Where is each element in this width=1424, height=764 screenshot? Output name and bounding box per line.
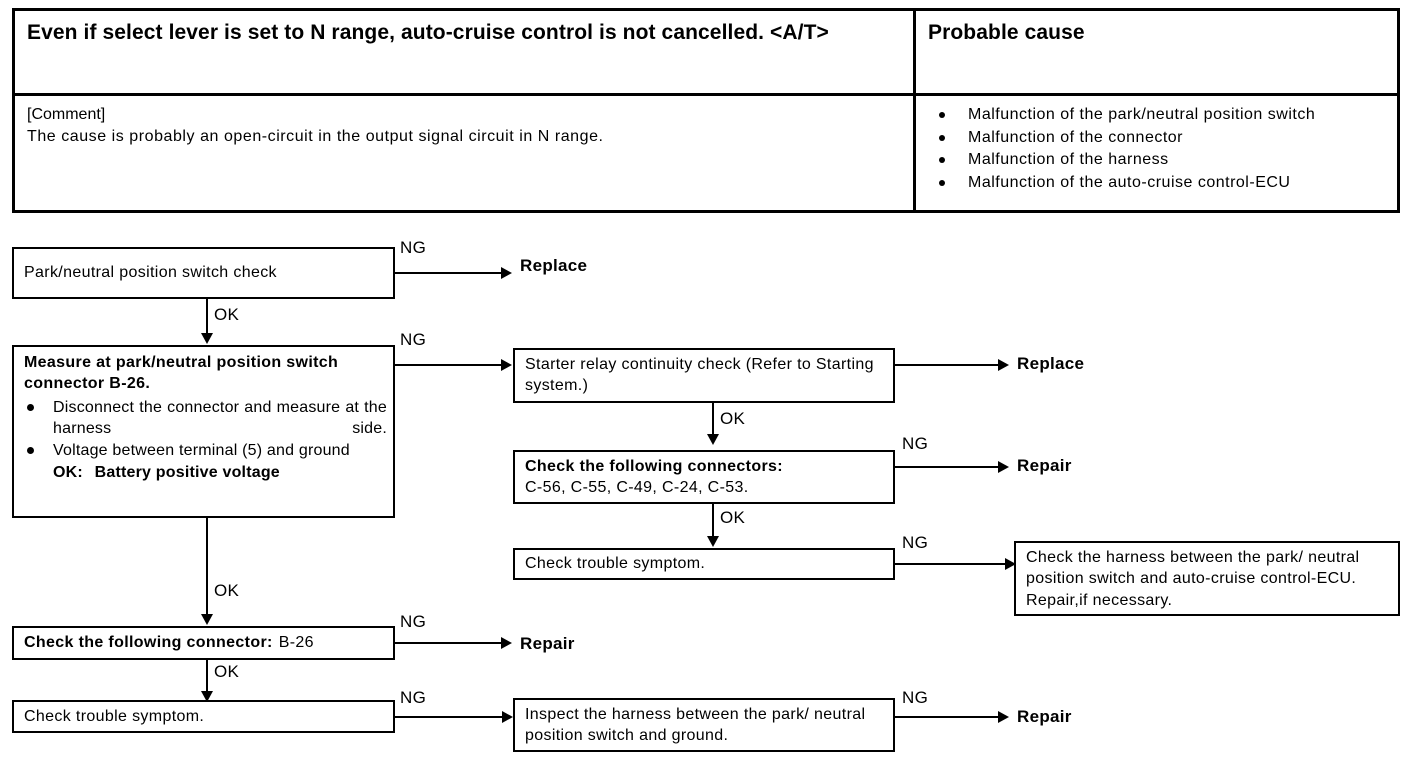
arrowhead-icon <box>998 461 1009 473</box>
list-item: Voltage between terminal (5) and ground … <box>24 440 387 484</box>
measure-step-text: Disconnect the connector and measure at … <box>53 398 387 437</box>
terminal-label-replace-1: Replace <box>520 256 588 275</box>
symptom-title-cell: Even if select lever is set to N range, … <box>15 11 913 93</box>
arrowhead-icon <box>998 359 1009 371</box>
terminal-label-repair-2: Repair <box>520 634 575 653</box>
arrowhead-icon <box>201 333 213 344</box>
flow-box-check-symptom-mid: Check trouble symptom. <box>513 548 895 580</box>
edge-label-ng-5: NG <box>902 533 929 552</box>
arrowhead-icon <box>502 711 513 723</box>
terminal-label-repair-3: Repair <box>1017 707 1072 726</box>
edge-label-ok-2: OK <box>720 409 746 428</box>
cause-text: Malfunction of the park/neutral position… <box>968 106 1316 123</box>
edge-label-ok-4: OK <box>214 581 240 600</box>
bullet-icon <box>939 134 945 141</box>
flow-box-starter-relay-check: Starter relay continuity check (Refer to… <box>513 348 895 403</box>
edge-line-ng-2 <box>395 364 503 366</box>
flow-box-check-connectors: Check the following connectors: C-56, C-… <box>513 450 895 504</box>
bullet-icon <box>939 180 945 187</box>
table-header-divider <box>15 93 1397 96</box>
edge-line-ng-7 <box>395 716 505 718</box>
flow-box-text: Inspect the harness between the park/ ne… <box>525 706 866 745</box>
list-item: Malfunction of the auto-cruise control-E… <box>926 172 1393 195</box>
flow-box-connector-value: B-26 <box>278 634 314 652</box>
terminal-label-repair-1: Repair <box>1017 456 1072 475</box>
edge-label-ok-3: OK <box>720 508 746 527</box>
flow-box-text: Check the harness between the park/ neut… <box>1026 549 1360 609</box>
flow-box-park-switch-check: Park/neutral position switch check <box>12 247 395 299</box>
measure-step-text: Voltage between terminal (5) and ground <box>53 442 350 460</box>
edge-line-ng-5 <box>895 563 1008 565</box>
flow-box-text: Park/neutral position switch check <box>24 264 277 282</box>
arrowhead-icon <box>707 536 719 547</box>
edge-label-ok-5: OK <box>214 662 240 681</box>
arrowhead-icon <box>201 691 213 702</box>
probable-cause-title-cell: Probable cause <box>916 11 1403 93</box>
edge-line-ok-1 <box>206 299 208 339</box>
symptom-cause-table: Even if select lever is set to N range, … <box>12 8 1400 213</box>
comment-label: [Comment] <box>27 106 106 123</box>
flow-box-text: Check trouble symptom. <box>24 707 205 725</box>
flow-box-title: Measure at park/neutral position switch … <box>24 354 339 393</box>
flow-box-check-harness-ecu: Check the harness between the park/ neut… <box>1014 541 1400 616</box>
arrowhead-icon <box>501 359 512 371</box>
bullet-icon <box>939 112 945 118</box>
probable-cause-title: Probable cause <box>928 21 1085 44</box>
probable-cause-cell: Malfunction of the park/neutral position… <box>916 96 1403 213</box>
measure-steps-list: Disconnect the connector and measure at … <box>24 397 387 484</box>
flow-box-check-connector-b26: Check the following connector: B-26 <box>12 626 395 660</box>
list-item: Malfunction of the park/neutral position… <box>926 104 1393 127</box>
flow-box-connector-list: C-56, C-55, C-49, C-24, C-53. <box>525 479 749 497</box>
cause-text: Malfunction of the connector <box>968 128 1184 146</box>
arrowhead-icon <box>998 711 1009 723</box>
terminal-label-replace-2: Replace <box>1017 354 1085 373</box>
bullet-icon <box>27 447 34 455</box>
arrowhead-icon <box>707 434 719 445</box>
edge-line-ok-4 <box>206 518 208 620</box>
bullet-icon <box>27 403 34 411</box>
edge-line-ok-3 <box>712 504 714 542</box>
cause-text: Malfunction of the auto-cruise control-E… <box>968 174 1291 192</box>
edge-label-ok-1: OK <box>214 305 240 324</box>
probable-cause-list: Malfunction of the park/neutral position… <box>926 104 1393 195</box>
list-item: Malfunction of the harness <box>926 149 1393 172</box>
symptom-title: Even if select lever is set to N range, … <box>27 21 829 44</box>
comment-cell: [Comment] The cause is probably an open-… <box>15 96 913 213</box>
list-item: Malfunction of the connector <box>926 127 1393 150</box>
comment-text: The cause is probably an open-circuit in… <box>27 127 604 145</box>
flow-box-inspect-harness-ground: Inspect the harness between the park/ ne… <box>513 698 895 752</box>
flow-box-text: Check trouble symptom. <box>525 555 706 573</box>
edge-line-ng-4 <box>895 466 1000 468</box>
measure-ok-label: OK: <box>53 464 83 482</box>
edge-line-ng-1 <box>395 272 503 274</box>
arrowhead-icon <box>501 637 512 649</box>
flow-box-text: Starter relay continuity check (Refer to… <box>525 356 874 395</box>
edge-line-ng-8 <box>895 716 1000 718</box>
measure-ok-value: Battery positive voltage <box>94 464 280 482</box>
flow-box-title: Check the following connectors: <box>525 458 783 475</box>
arrowhead-icon <box>201 614 213 625</box>
edge-label-ng-6: NG <box>400 612 427 631</box>
edge-label-ng-4: NG <box>902 434 929 453</box>
flow-box-title: Check the following connector: <box>24 634 273 652</box>
edge-label-ng-1: NG <box>400 238 427 257</box>
arrowhead-icon <box>501 267 512 279</box>
arrowhead-icon <box>1005 558 1016 570</box>
table-vertical-divider <box>913 11 916 210</box>
edge-label-ng-7: NG <box>400 688 427 707</box>
edge-label-ng-2: NG <box>400 330 427 349</box>
flow-box-measure-connector: Measure at park/neutral position switch … <box>12 345 395 518</box>
edge-line-ng-3 <box>895 364 1000 366</box>
edge-line-ok-5 <box>206 660 208 697</box>
bullet-icon <box>939 157 945 164</box>
edge-line-ng-6 <box>395 642 503 644</box>
edge-line-ok-2 <box>712 403 714 440</box>
cause-text: Malfunction of the harness <box>968 151 1169 169</box>
list-item: Disconnect the connector and measure at … <box>24 397 387 440</box>
edge-label-ng-8: NG <box>902 688 929 707</box>
flow-box-check-symptom-bottom: Check trouble symptom. <box>12 700 395 733</box>
